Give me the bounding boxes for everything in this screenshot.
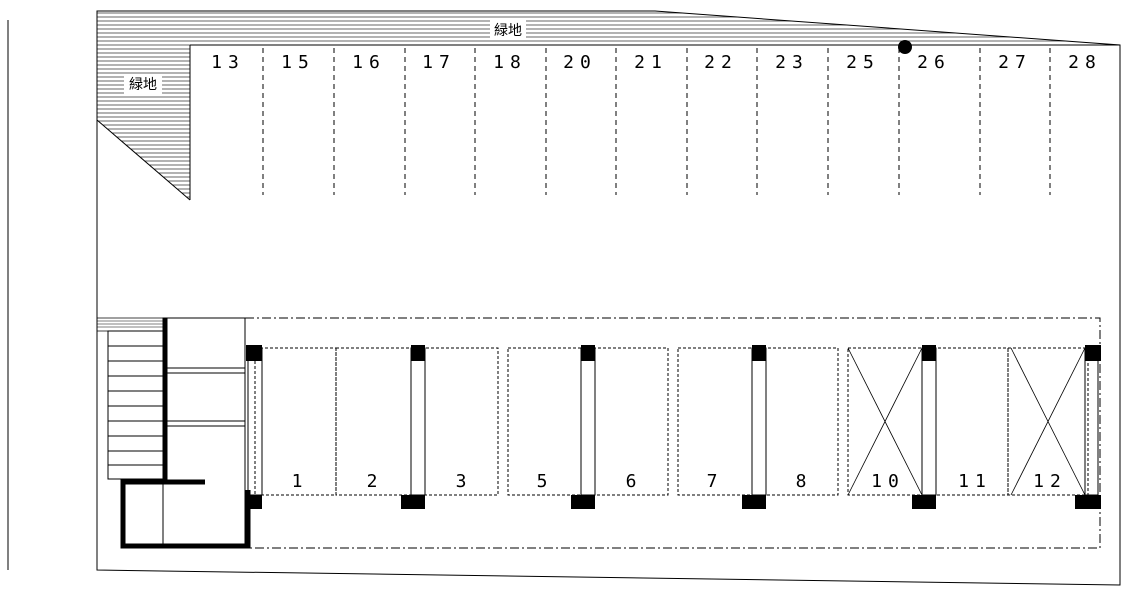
cross-line	[1010, 347, 1086, 496]
covered-area-outline	[244, 317, 1101, 549]
column-strip	[410, 347, 426, 496]
top-space-number: 22	[704, 52, 738, 73]
column-post	[752, 345, 766, 361]
staircase	[107, 330, 164, 480]
top-space-number: 20	[563, 52, 597, 73]
bay-number: 10	[871, 471, 905, 492]
bay-outline	[1007, 347, 1089, 496]
stair-top-strip	[97, 317, 163, 332]
column-post	[922, 345, 936, 361]
bay-number: 3	[456, 471, 473, 492]
top-space-number: 26	[917, 52, 951, 73]
bay-number: 5	[537, 471, 554, 492]
bay-number: 6	[626, 471, 643, 492]
top-space-number: 15	[281, 52, 315, 73]
label-bg	[124, 74, 162, 94]
green-area-top-label: 緑地	[494, 23, 522, 39]
column-strip	[921, 347, 937, 496]
column-post	[1075, 495, 1101, 509]
column-post	[401, 495, 425, 509]
column-post	[1085, 345, 1101, 361]
column-post	[742, 495, 766, 509]
bay-number: 7	[707, 471, 724, 492]
bay-number: 2	[367, 471, 384, 492]
column-post	[411, 345, 425, 361]
column-post	[246, 345, 262, 361]
column-strip	[1084, 347, 1099, 496]
column-post	[571, 495, 595, 509]
column-strip	[580, 347, 596, 496]
column-strip	[751, 347, 767, 496]
stair-structure	[120, 317, 251, 549]
top-space-number: 18	[493, 52, 527, 73]
top-space-number: 25	[846, 52, 880, 73]
marker-dot	[898, 40, 912, 54]
green-area-hatch	[97, 11, 1120, 200]
top-space-number: 27	[998, 52, 1032, 73]
top-row-parking: 13 15 16 17 18 20 21 22 23 25 26 27 28	[211, 48, 1102, 195]
top-space-number: 13	[211, 52, 245, 73]
cross-line	[847, 347, 923, 496]
top-space-number: 21	[634, 52, 668, 73]
top-space-number: 17	[422, 52, 456, 73]
top-space-number: 23	[775, 52, 809, 73]
top-space-number: 28	[1068, 52, 1102, 73]
bay-number: 8	[796, 471, 813, 492]
green-area-left-label: 緑地	[129, 77, 157, 93]
bay-outline	[254, 347, 337, 496]
column-post	[246, 495, 262, 509]
label-bg	[490, 20, 526, 40]
top-space-number: 16	[352, 52, 386, 73]
bay-number: 1	[292, 471, 309, 492]
column-post	[912, 495, 936, 509]
green-area-edge	[96, 119, 191, 201]
bay-number: 12	[1033, 471, 1067, 492]
column-post	[581, 345, 595, 361]
bay-number: 11	[958, 471, 992, 492]
